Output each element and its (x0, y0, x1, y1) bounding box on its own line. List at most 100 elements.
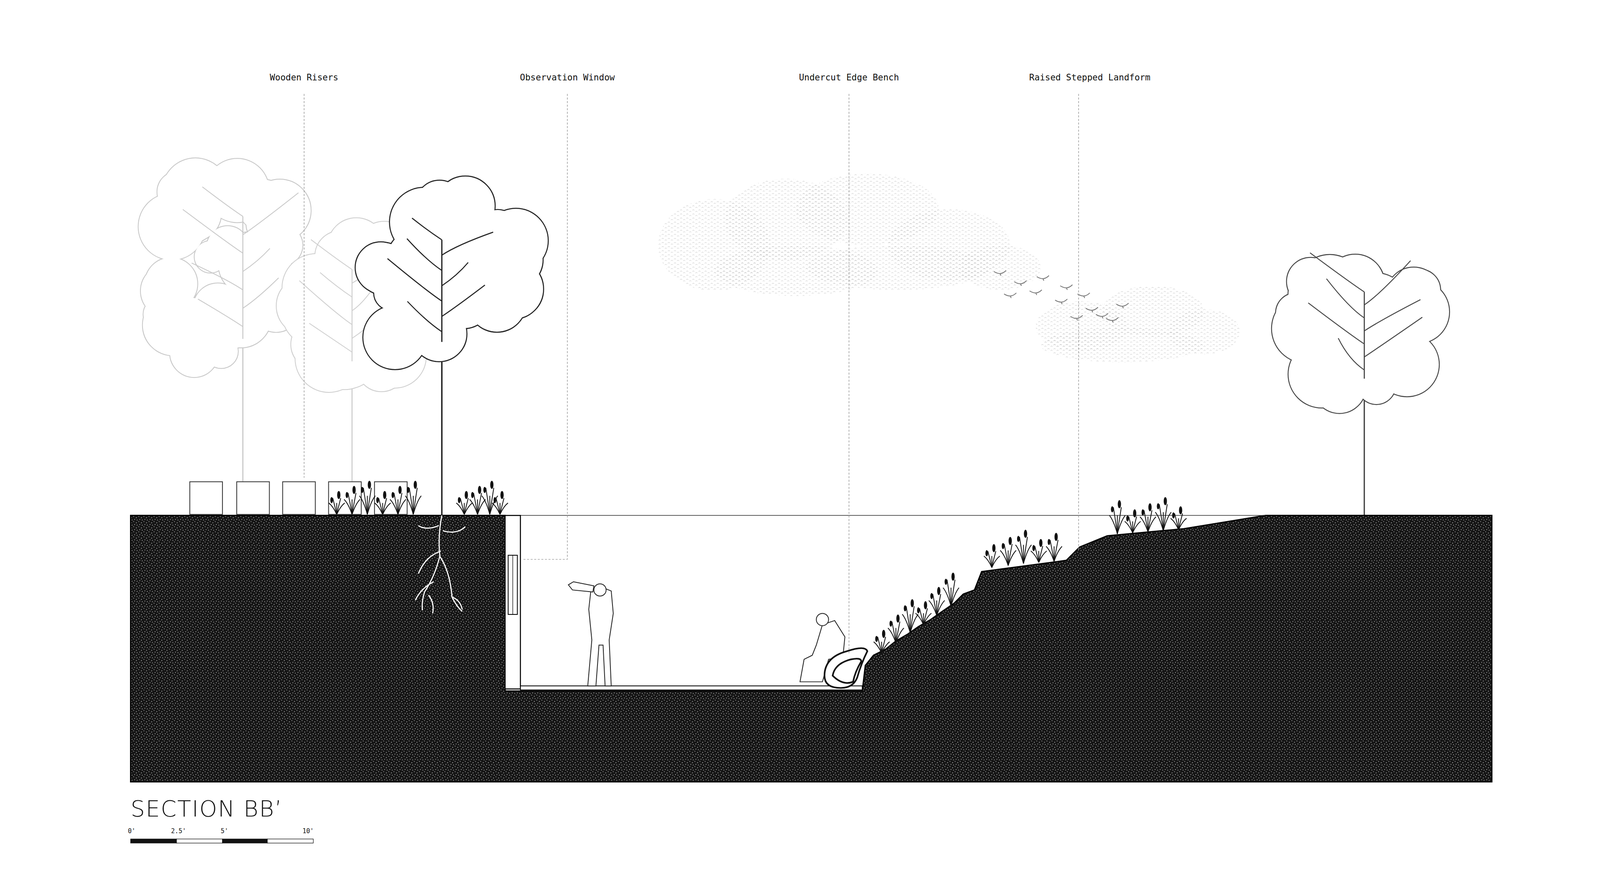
grass (1144, 510, 1149, 532)
grass (1054, 532, 1058, 542)
scale-bar (176, 839, 223, 844)
leader-lines (1078, 93, 1079, 552)
grass (1117, 515, 1126, 535)
grass (1001, 542, 1005, 550)
window-glass (512, 555, 513, 615)
grass (1117, 507, 1122, 535)
grass (1023, 545, 1032, 564)
bird (1085, 307, 1098, 313)
grass (332, 498, 338, 515)
grass (413, 480, 418, 490)
grass (485, 487, 490, 515)
grass (1000, 537, 1016, 566)
grass (1179, 506, 1183, 515)
bird (1029, 290, 1042, 295)
tree (1326, 278, 1365, 318)
grass (1008, 550, 1017, 566)
grass (367, 487, 372, 515)
tree (299, 280, 352, 325)
grass (493, 497, 497, 504)
grass (1163, 512, 1172, 531)
grass (889, 620, 893, 628)
scale-number: 2.5' (171, 827, 187, 835)
scale-number: 0' (127, 827, 136, 835)
grass (915, 601, 932, 625)
people (800, 620, 845, 683)
callout-label: Wooden Risers (268, 72, 340, 83)
grass (352, 492, 357, 515)
bird (1070, 315, 1083, 321)
tree (441, 262, 468, 286)
grass (405, 480, 422, 515)
tree (1364, 299, 1421, 331)
grass (1019, 537, 1024, 564)
grass (1008, 544, 1013, 566)
grass (398, 485, 402, 495)
undercut-bench (824, 648, 868, 689)
people (568, 582, 594, 593)
grass (344, 485, 360, 515)
tree (1385, 287, 1429, 332)
grass (1163, 504, 1168, 531)
tree (310, 239, 353, 270)
grass (1178, 518, 1187, 530)
grass (460, 498, 465, 515)
grass (477, 492, 482, 515)
grass (471, 492, 474, 499)
tree (170, 328, 219, 378)
grass (1110, 506, 1114, 513)
grass (881, 637, 886, 654)
leader-lines (522, 93, 568, 560)
grass (875, 635, 878, 643)
grass (1156, 503, 1160, 510)
tree-roots (418, 525, 439, 529)
cloud (658, 173, 1041, 297)
callout-label: Undercut Edge Bench (797, 72, 901, 83)
grass (336, 498, 341, 515)
grass (500, 502, 508, 515)
grass (895, 628, 904, 644)
grass (923, 608, 928, 625)
bird (1014, 280, 1027, 286)
grass (910, 614, 918, 633)
grass (983, 544, 1000, 568)
grass (490, 487, 495, 515)
grass (1109, 500, 1126, 535)
tree (1364, 260, 1411, 305)
tree-roots (442, 526, 466, 533)
tree (320, 272, 353, 298)
callout-label: Raised Stepped Landform (1027, 72, 1153, 83)
wooden-risers (374, 481, 408, 515)
tree (1357, 366, 1396, 405)
grass (1147, 516, 1156, 532)
bird (1060, 285, 1073, 290)
leader-lines (303, 93, 305, 478)
tree (1310, 252, 1365, 293)
grass (1047, 539, 1050, 546)
grass (923, 601, 928, 610)
tree (138, 193, 206, 260)
grass (394, 492, 399, 515)
grass (991, 551, 996, 568)
tree (191, 262, 243, 290)
grass (1124, 509, 1141, 533)
tree-roots (440, 556, 463, 612)
grass (930, 592, 933, 600)
grass (928, 587, 945, 616)
tree (237, 179, 290, 232)
grass (1117, 500, 1122, 509)
grass (1128, 516, 1133, 533)
grass (464, 502, 473, 515)
scale-number: 10' (302, 827, 314, 835)
tree (407, 301, 443, 332)
bird (1036, 275, 1049, 281)
grass (495, 498, 500, 515)
grass (406, 487, 410, 494)
grass (1008, 537, 1013, 546)
bird (1116, 303, 1129, 309)
grass (330, 497, 333, 504)
bird (1106, 317, 1119, 323)
grass (1163, 497, 1168, 506)
floor-slab (520, 685, 863, 690)
